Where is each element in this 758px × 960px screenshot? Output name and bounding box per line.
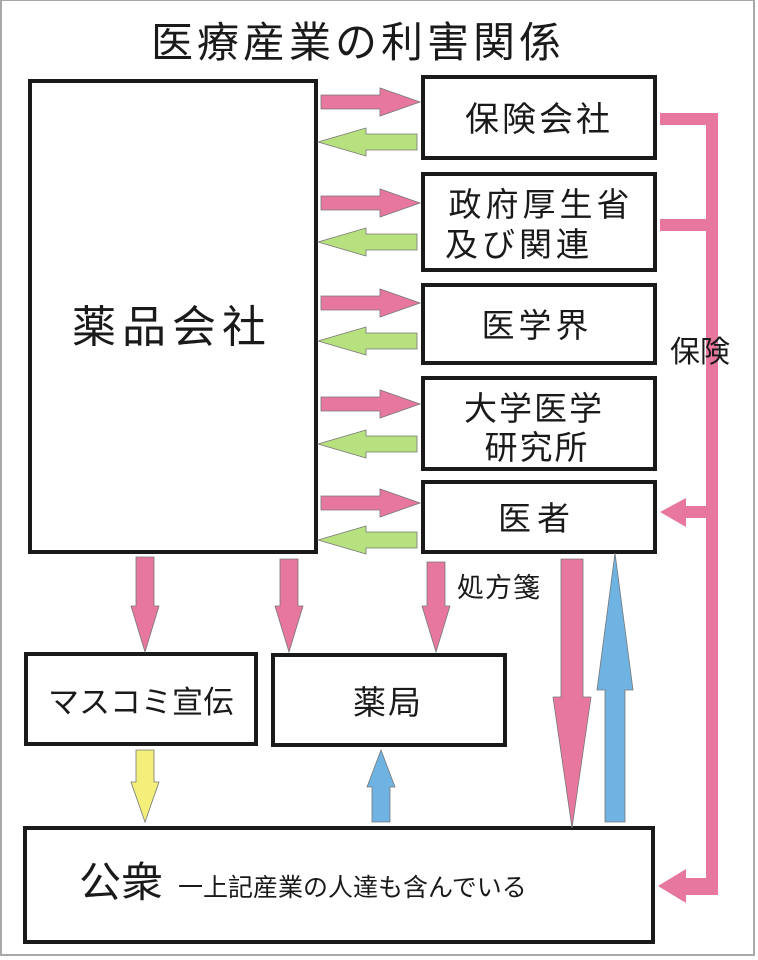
node-university-label-line1: 大学医学: [464, 389, 604, 428]
node-medical-world-label: 医学界: [482, 306, 593, 345]
node-government-label-line1: 政府厚生省: [449, 185, 634, 224]
node-university-box: [421, 376, 657, 471]
node-insurance-box: [421, 75, 657, 160]
node-pharmacy-box: [271, 653, 507, 747]
arrow-insurance-to-pharma: [316, 127, 418, 157]
edge-label-prescription: 処方箋: [457, 573, 541, 604]
arrow-insurance-to-doctor: [660, 498, 706, 527]
arrow-media-to-public: [130, 749, 160, 824]
arrow-pharma-to-university: [320, 389, 422, 419]
insurance-line-from-government: [660, 219, 712, 231]
node-university-label-line2: 研究所: [485, 428, 590, 467]
arrow-pharma-to-pharmacy: [274, 558, 304, 654]
arrow-doctor-to-pharma: [316, 525, 418, 555]
arrows-layer: [130, 87, 718, 903]
node-insurance-label: 保険会社: [465, 100, 613, 140]
node-doctor-box: [421, 480, 657, 554]
arrow-medical-world-to-pharma: [316, 326, 418, 356]
node-pharma-label: 薬品会社: [72, 302, 272, 353]
node-media-label: マスコミ宣伝: [48, 685, 234, 721]
arrow-pharma-to-doctor: [320, 488, 422, 518]
node-medical-world-box: [421, 283, 657, 365]
node-public-label: 公衆: [79, 858, 163, 907]
arrow-pharma-to-insurance: [320, 87, 422, 117]
node-public-note: 一上記産業の人達も含んでいる: [178, 873, 527, 902]
node-public-box: [23, 826, 655, 944]
arrow-public-to-doctor: [596, 552, 634, 823]
arrow-pharma-to-media: [130, 556, 160, 654]
arrow-doctor-to-pharmacy: [421, 561, 451, 654]
arrow-pharma-to-government: [320, 188, 422, 218]
arrow-university-to-pharma: [316, 429, 418, 459]
arrow-government-to-pharma: [316, 227, 418, 257]
arrow-public-to-pharmacy: [366, 748, 396, 823]
diagram-title: 医療産業の利害関係: [151, 18, 565, 67]
node-doctor-label: 医者: [498, 499, 576, 538]
node-pharmacy-label: 薬局: [353, 683, 423, 722]
boxes-layer: [23, 75, 657, 944]
insurance-line-from-insurance-company: [660, 113, 718, 890]
arrow-insurance-to-public: [658, 869, 718, 903]
node-government-box: [421, 172, 657, 272]
arrow-doctor-to-public: [552, 558, 592, 829]
arrow-pharma-to-medical-world: [320, 288, 422, 318]
node-media-box: [24, 652, 258, 746]
node-pharma-box: [28, 79, 318, 554]
edge-label-insurance: 保険: [670, 335, 730, 370]
node-government-label-line2: 及び関連: [445, 225, 593, 264]
